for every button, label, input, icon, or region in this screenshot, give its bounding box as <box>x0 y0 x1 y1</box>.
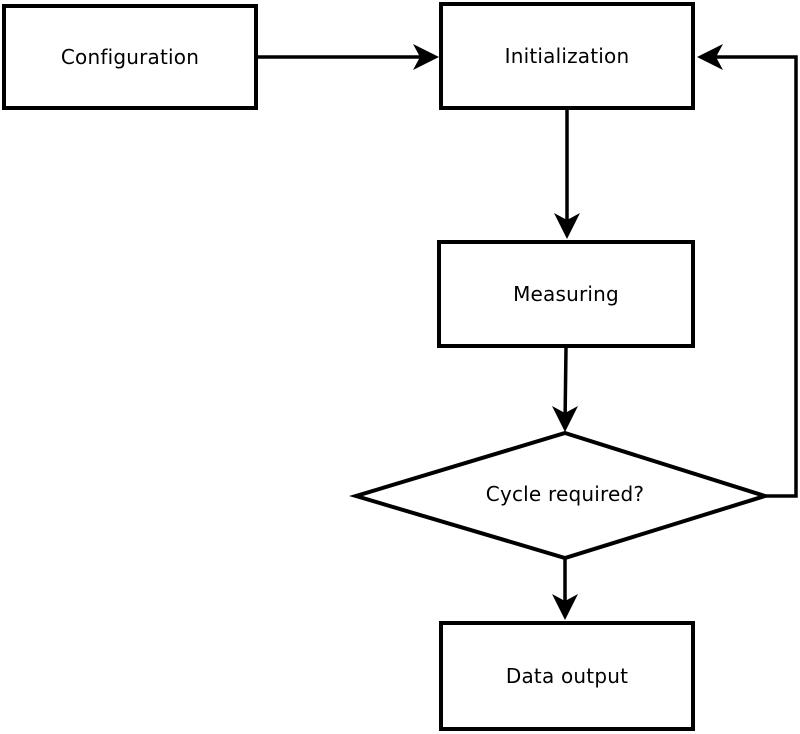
node-measuring-label: Measuring <box>513 282 619 306</box>
arrowhead-into-diamond-top <box>552 406 578 432</box>
arrowhead-into-measuring-top <box>554 213 580 239</box>
node-configuration-label: Configuration <box>60 45 200 69</box>
node-initialization-label: Initialization <box>504 44 630 68</box>
node-data-output: Data output <box>439 621 695 731</box>
node-data-output-label: Data output <box>505 664 629 688</box>
node-measuring: Measuring <box>437 240 695 348</box>
arrowhead-into-initialization-left <box>413 44 439 70</box>
node-configuration: Configuration <box>2 4 258 110</box>
arrowhead-into-data-output-top <box>552 594 578 620</box>
edge-cycle-required-initialization-loop <box>706 55 798 498</box>
arrowhead-into-initialization-right <box>697 44 723 70</box>
node-initialization: Initialization <box>439 2 695 110</box>
node-cycle-required-label: Cycle required? <box>485 482 645 506</box>
edge-measuring-cycle-required <box>563 347 568 425</box>
